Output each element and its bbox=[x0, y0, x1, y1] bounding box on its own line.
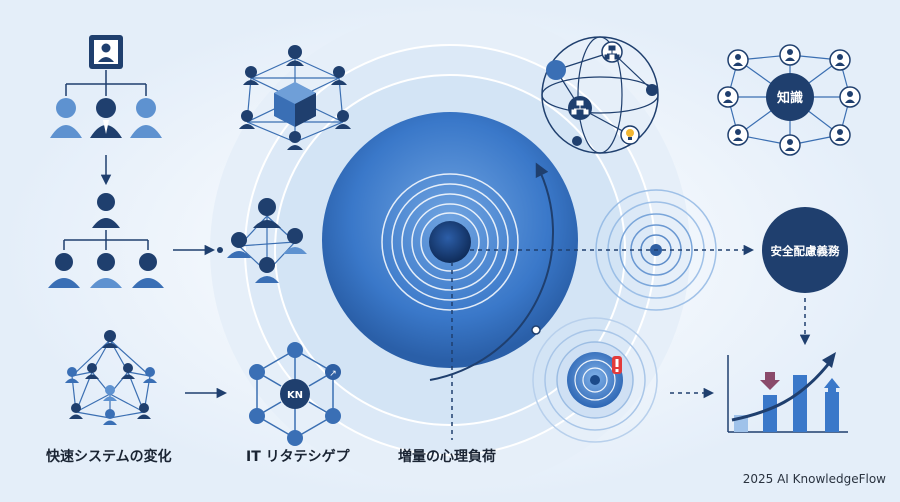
globe-network bbox=[541, 36, 659, 154]
hex-network-nodes bbox=[249, 342, 341, 446]
person-icon bbox=[130, 98, 162, 138]
label-left: 快速システムの変化 bbox=[46, 449, 172, 465]
org-chart-icon bbox=[571, 100, 589, 115]
central-pulse bbox=[322, 112, 578, 368]
mesh-nodes bbox=[65, 330, 157, 425]
duty-node-label: 安全配慮義務 bbox=[771, 244, 840, 258]
label-middle: IT リタテシゲプ bbox=[246, 449, 350, 465]
org-chart-top bbox=[65, 35, 147, 96]
kn-node-label: KN bbox=[287, 390, 303, 401]
person-icon bbox=[90, 98, 122, 138]
footer-credit: 2025 AI KnowledgeFlow bbox=[742, 472, 886, 486]
orbit-marker bbox=[531, 325, 541, 335]
label-center: 増量の心理負荷 bbox=[398, 449, 496, 465]
core-dot bbox=[429, 221, 471, 263]
knowledge-nodes bbox=[717, 44, 861, 156]
lightbulb-icon bbox=[626, 129, 634, 140]
chart-icon bbox=[727, 352, 848, 433]
cube-icon bbox=[274, 82, 316, 127]
duty-node bbox=[762, 207, 848, 293]
knowledge-node-label: 知識 bbox=[777, 90, 803, 106]
cube-network-nodes bbox=[239, 45, 351, 150]
warning-icon bbox=[612, 356, 622, 374]
person-icon bbox=[48, 253, 80, 288]
person-icon bbox=[90, 253, 122, 288]
org-chart-icon bbox=[604, 45, 620, 60]
person-icon bbox=[50, 98, 82, 138]
link-icon: ↗ bbox=[329, 369, 337, 379]
orbit-arc bbox=[429, 162, 555, 381]
team-node-dot bbox=[217, 247, 223, 253]
team-network-nodes bbox=[227, 198, 307, 283]
person-icon bbox=[132, 253, 164, 288]
warning-ripple bbox=[532, 317, 658, 443]
org-chart-middle bbox=[63, 193, 149, 250]
